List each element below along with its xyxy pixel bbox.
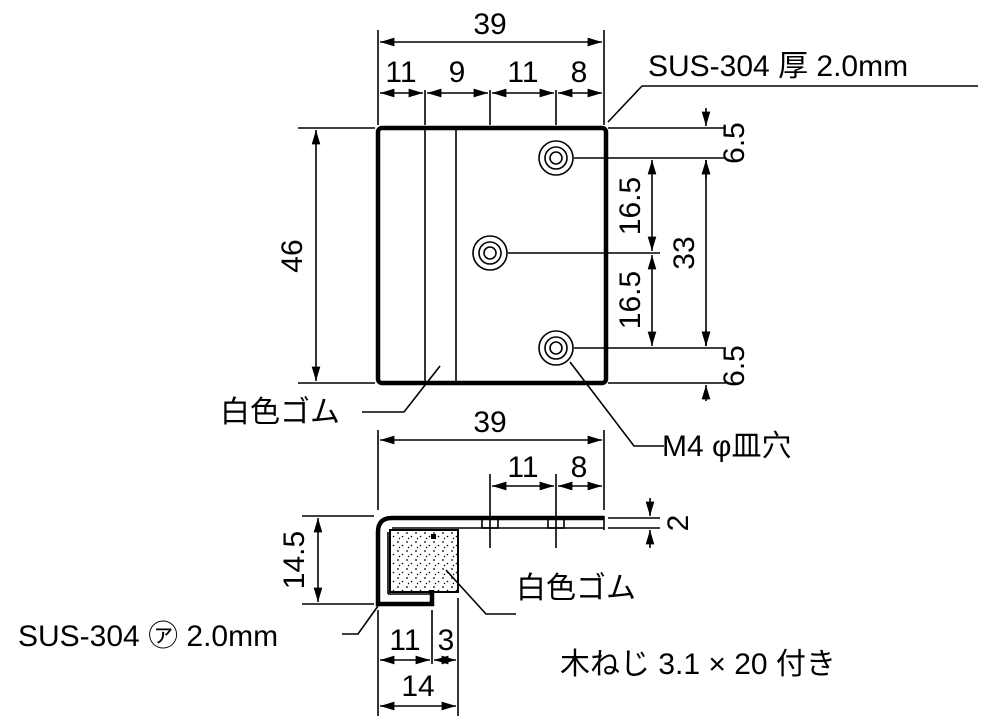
dim-segment-2: 9 [449,56,466,89]
dim-side-width: 39 [473,406,506,439]
dim-edge-top: 6.5 [718,122,751,164]
dim-side-height: 14.5 [278,531,311,589]
hole-leader [569,361,664,447]
countersunk-hole-bottom [538,330,574,366]
front-rubber-label: 白色ゴム [220,396,340,429]
side-rubber-label: 白色ゴム [516,572,636,605]
countersunk-hole-top [538,140,574,176]
dim-thickness: 2 [662,515,695,532]
dim-hole-span: 33 [668,236,701,269]
rubber-block [389,529,459,593]
hole-label: M4 φ皿穴 [662,430,791,463]
countersunk-hole-middle [472,235,508,271]
rubber-leader [362,365,441,413]
front-plate-outline [375,125,609,386]
dim-segment-3: 11 [507,56,538,89]
dim-base-b: 3 [438,624,455,657]
dim-base-total: 14 [401,670,434,703]
side-hole-marks [481,517,565,529]
dim-segment-4: 8 [571,56,588,89]
screw-note: 木ねじ 3.1 × 20 付き [560,648,836,681]
dim-front-width: 39 [473,8,506,41]
dim-hole-spacing-top: 16.5 [614,177,647,235]
dim-base-a: 11 [389,624,420,657]
dim-front-height: 46 [276,239,309,272]
front-view: 39 11 9 11 8 SUS-304 厚 2.0mm 46 16.5 16.… [220,8,978,463]
side-material-label: SUS-304 ㋐ 2.0mm [18,620,278,653]
front-material-label: SUS-304 厚 2.0mm [648,50,908,83]
bracket-profile [375,515,604,607]
dim-side-hole-a: 11 [507,451,538,484]
material-leader [607,85,643,123]
side-view: 39 11 8 2 14.5 白色ゴム [18,406,695,716]
dim-edge-bottom: 6.5 [718,345,751,387]
dim-side-hole-b: 8 [571,451,588,484]
dim-segment-1: 11 [385,56,416,89]
dim-hole-spacing-bottom: 16.5 [614,271,647,329]
